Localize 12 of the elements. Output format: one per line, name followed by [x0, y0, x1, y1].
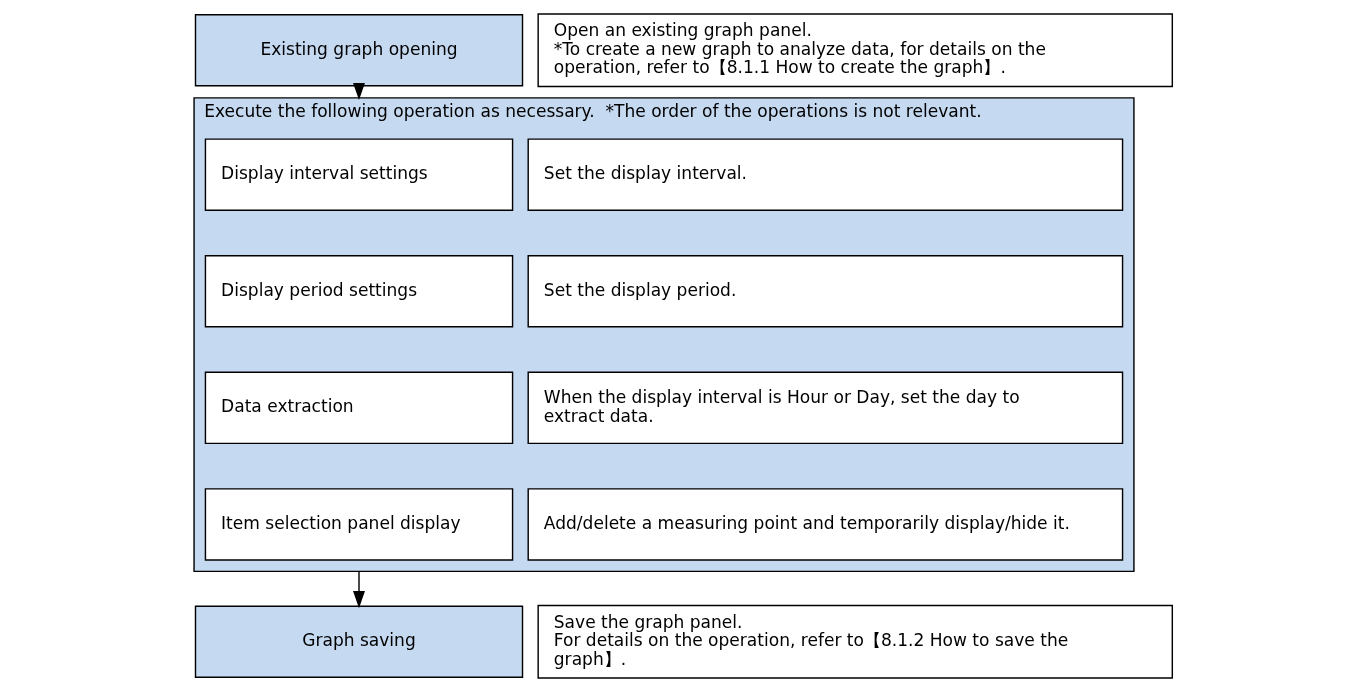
node-box: Add/delete a measuring point and temporarily display/hide it. — [527, 488, 1123, 561]
node-box: When the display interval is Hour or Day, set the day to extract data. — [527, 371, 1123, 445]
node-box: Data extraction — [204, 371, 513, 445]
node-box: Set the display period. — [527, 255, 1123, 328]
node-box: Display interval settings — [204, 138, 513, 211]
node-box: Item selection panel display — [204, 488, 513, 561]
node-box: Graph saving — [194, 605, 523, 678]
node-box: Set the display interval. — [527, 138, 1123, 211]
arrow — [352, 570, 365, 609]
node-box: Open an existing graph panel. *To create a new graph to analyze data, for details on the operation, refer to【8.1.1 How to create the graph】. — [536, 13, 1173, 88]
node-box: Display period settings — [204, 255, 513, 328]
node-box: Save the graph panel. For details on the operation, refer to【8.1.2 How to save the graph】. — [536, 604, 1173, 679]
